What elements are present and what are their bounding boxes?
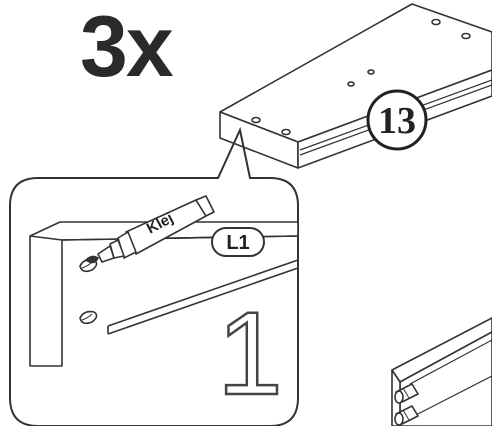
glue-drop	[85, 255, 99, 264]
panel-part-13	[219, 3, 492, 169]
dowel-upper	[394, 383, 419, 404]
reference-badge: L1	[211, 227, 265, 257]
reference-label: L1	[226, 232, 249, 254]
part-number-badge: 13	[366, 89, 428, 151]
quantity-multiplier: 3x	[80, 0, 174, 95]
dowel-lower	[394, 405, 419, 426]
part-number: 13	[378, 100, 416, 142]
step-number: 1	[217, 288, 283, 420]
glue-tube: Klej	[85, 195, 215, 264]
board-with-dowels	[391, 317, 492, 426]
detail-board	[29, 221, 299, 367]
